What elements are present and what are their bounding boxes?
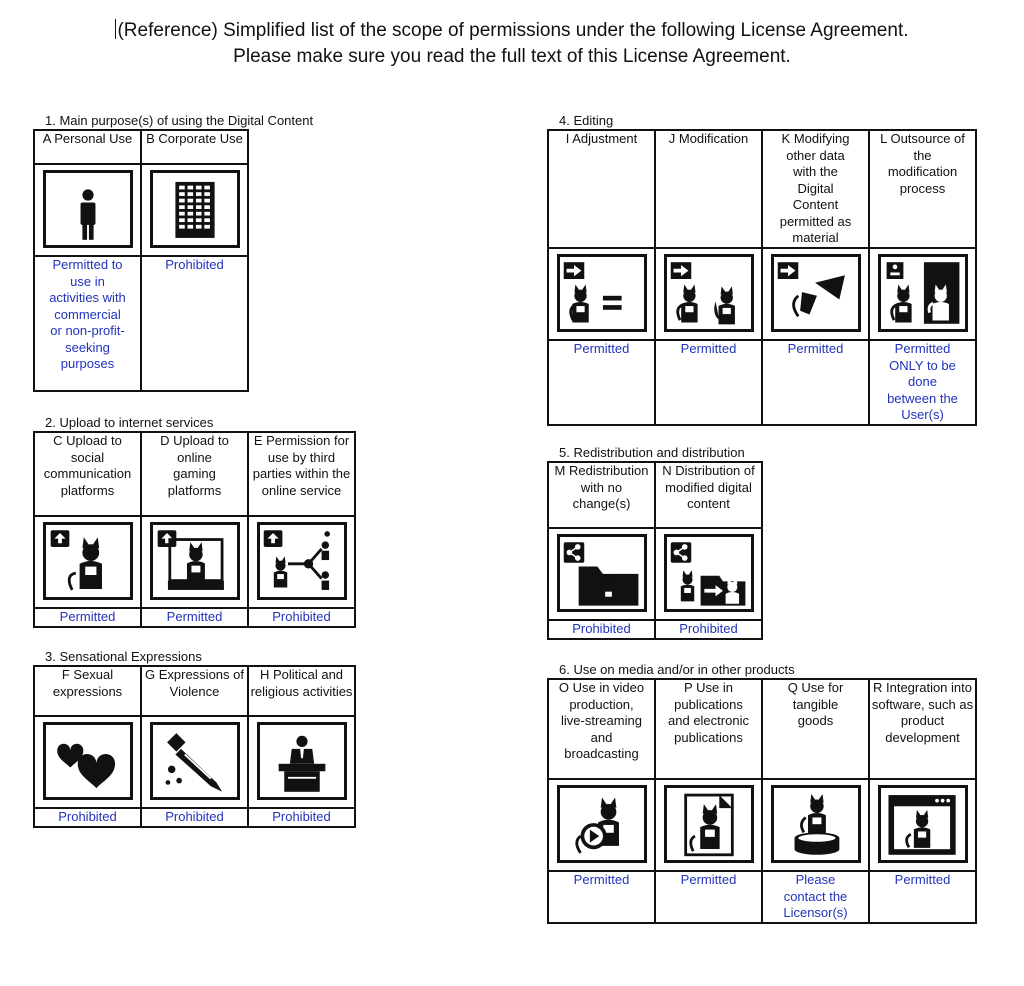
status-tangible-goods: Please contact the Licensor(s) bbox=[761, 870, 870, 924]
label-modification: J Modification bbox=[654, 129, 763, 249]
cell-material-icon bbox=[761, 247, 870, 341]
status-distribution-modified: Prohibited bbox=[654, 619, 763, 640]
section-redistribution: 5. Redistribution and distribution M Red… bbox=[547, 445, 763, 640]
cell-personal-use-icon bbox=[33, 163, 142, 257]
section-upload-internet: 2. Upload to internet services C Upload … bbox=[33, 415, 356, 628]
bloody-knife-icon bbox=[149, 722, 240, 801]
section-editing: 4. Editing I Adjustment J Modification K… bbox=[547, 113, 977, 426]
share-third-parties-icon bbox=[256, 522, 347, 601]
cell-outsource-icon bbox=[868, 247, 977, 341]
cell-video-icon bbox=[547, 778, 656, 872]
section-title: 6. Use on media and/or in other products bbox=[559, 662, 795, 677]
software-window-icon bbox=[877, 785, 968, 864]
office-building-icon bbox=[149, 170, 240, 249]
cell-upload-gaming-icon bbox=[140, 515, 249, 609]
status-video-production: Permitted bbox=[547, 870, 656, 924]
upload-game-screen-icon bbox=[149, 522, 240, 601]
section-title: 2. Upload to internet services bbox=[45, 415, 214, 430]
label-adjustment: I Adjustment bbox=[547, 129, 656, 249]
status-outsource: Permitted ONLY to be done between the Us… bbox=[868, 339, 977, 426]
cell-upload-social-icon bbox=[33, 515, 142, 609]
permission-table: O Use in video production, live-streamin… bbox=[547, 678, 977, 924]
material-use-icon bbox=[770, 254, 861, 333]
label-upload-gaming: D Upload to online gaming platforms bbox=[140, 431, 249, 517]
status-sexual-expressions: Prohibited bbox=[33, 807, 142, 828]
label-political-religious: H Political and religious activities bbox=[247, 665, 356, 717]
person-icon bbox=[42, 170, 133, 249]
cell-adjustment-icon bbox=[547, 247, 656, 341]
label-upload-social: C Upload to social communication platfor… bbox=[33, 431, 142, 517]
section-main-purpose: 1. Main purpose(s) of using the Digital … bbox=[33, 113, 313, 392]
label-publications: P Use in publications and electronic pub… bbox=[654, 678, 763, 780]
label-personal-use: A Personal Use bbox=[33, 129, 142, 165]
section-title: 4. Editing bbox=[559, 113, 614, 128]
cell-political-icon bbox=[247, 715, 356, 809]
label-video-production: O Use in video production, live-streamin… bbox=[547, 678, 656, 780]
label-redistribution: M Redistribution with no change(s) bbox=[547, 461, 656, 529]
cell-sexual-icon bbox=[33, 715, 142, 809]
status-redistribution: Prohibited bbox=[547, 619, 656, 640]
cell-modification-icon bbox=[654, 247, 763, 341]
header-line-1: (Reference) Simplified list of the scope… bbox=[115, 19, 909, 41]
status-upload-social: Permitted bbox=[33, 607, 142, 628]
cell-publication-icon bbox=[654, 778, 763, 872]
status-upload-gaming: Permitted bbox=[140, 607, 249, 628]
status-personal-use: Permitted to use in activities with comm… bbox=[33, 255, 142, 392]
status-software-integration: Permitted bbox=[868, 870, 977, 924]
permission-table: A Personal Use B Corporate Use Permitted… bbox=[33, 129, 249, 392]
label-corporate-use: B Corporate Use bbox=[140, 129, 249, 165]
status-third-party-use: Prohibited bbox=[247, 607, 356, 628]
status-modification: Permitted bbox=[654, 339, 763, 426]
label-sexual-expressions: F Sexual expressions bbox=[33, 665, 142, 717]
cell-violence-icon bbox=[140, 715, 249, 809]
status-violence: Prohibited bbox=[140, 807, 249, 828]
status-publications: Permitted bbox=[654, 870, 763, 924]
figure-goods-icon bbox=[770, 785, 861, 864]
label-modifying-other-data: K Modifying other data with the Digital … bbox=[761, 129, 870, 249]
publication-icon bbox=[663, 785, 754, 864]
label-software-integration: R Integration into software, such as pro… bbox=[868, 678, 977, 780]
cell-goods-icon bbox=[761, 778, 870, 872]
section-sensational: 3. Sensational Expressions F Sexual expr… bbox=[33, 649, 356, 828]
label-outsource: L Outsource of the modification process bbox=[868, 129, 977, 249]
permission-table: M Redistribution with no change(s) N Dis… bbox=[547, 461, 763, 640]
status-adjustment: Permitted bbox=[547, 339, 656, 426]
header-line-2: Please make sure you read the full text … bbox=[233, 46, 791, 67]
cell-software-icon bbox=[868, 778, 977, 872]
outsource-icon bbox=[877, 254, 968, 333]
video-play-icon bbox=[556, 785, 647, 864]
label-third-party-use: E Permission for use by third parties wi… bbox=[247, 431, 356, 517]
upload-character-icon bbox=[42, 522, 133, 601]
page-header: (Reference) Simplified list of the scope… bbox=[0, 18, 1024, 70]
modification-icon bbox=[663, 254, 754, 333]
status-corporate-use: Prohibited bbox=[140, 255, 249, 392]
cell-corporate-use-icon bbox=[140, 163, 249, 257]
cell-third-party-icon bbox=[247, 515, 356, 609]
permission-table: F Sexual expressions G Expressions of Vi… bbox=[33, 665, 356, 828]
podium-speaker-icon bbox=[256, 722, 347, 801]
text-cursor bbox=[115, 19, 117, 39]
section-media-products: 6. Use on media and/or in other products… bbox=[547, 662, 977, 924]
cell-redistribution-icon bbox=[547, 527, 656, 621]
distribute-modified-icon bbox=[663, 534, 754, 613]
label-tangible-goods: Q Use for tangible goods bbox=[761, 678, 870, 780]
redistribute-folder-icon bbox=[556, 534, 647, 613]
permission-table: C Upload to social communication platfor… bbox=[33, 431, 356, 628]
section-title: 1. Main purpose(s) of using the Digital … bbox=[45, 113, 314, 128]
permission-table: I Adjustment J Modification K Modifying … bbox=[547, 129, 977, 426]
label-violence: G Expressions of Violence bbox=[140, 665, 249, 717]
label-distribution-modified: N Distribution of modified digital conte… bbox=[654, 461, 763, 529]
status-modifying-other-data: Permitted bbox=[761, 339, 870, 426]
hearts-icon bbox=[42, 722, 133, 801]
adjustment-icon bbox=[556, 254, 647, 333]
cell-distribution-icon bbox=[654, 527, 763, 621]
section-title: 5. Redistribution and distribution bbox=[559, 445, 745, 460]
section-title: 3. Sensational Expressions bbox=[45, 649, 202, 664]
status-political-religious: Prohibited bbox=[247, 807, 356, 828]
